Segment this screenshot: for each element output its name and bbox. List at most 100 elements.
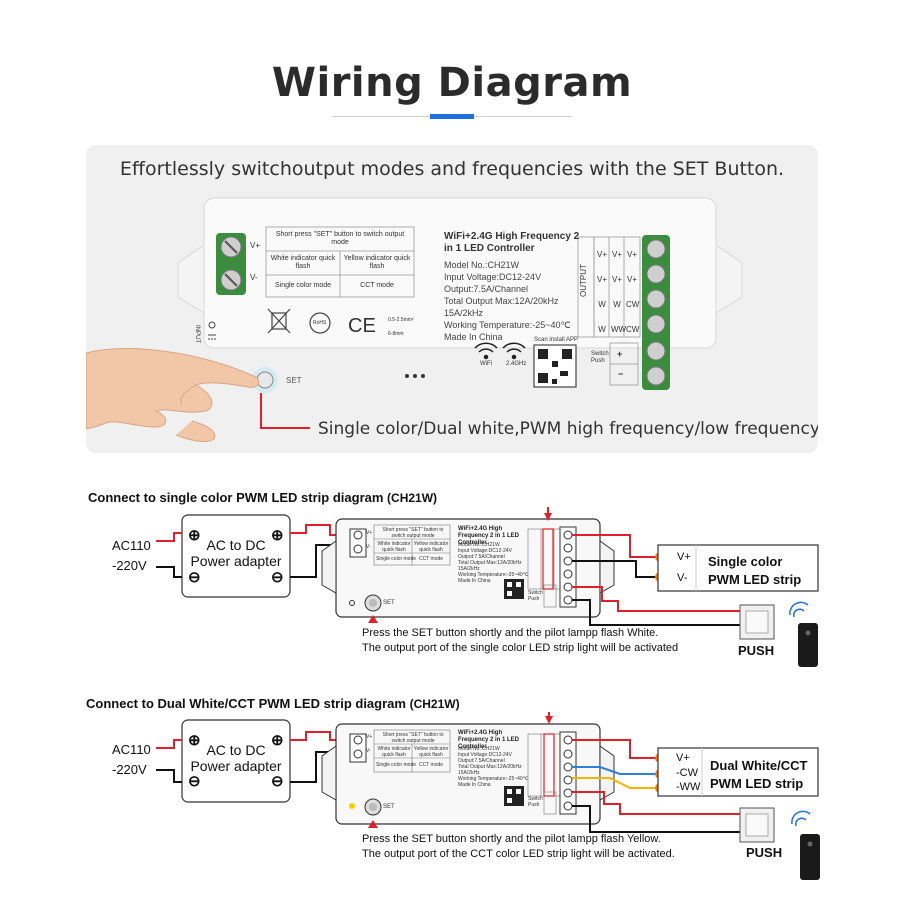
input-terminal-block <box>216 233 246 295</box>
d1-table-cct: CCT mode <box>418 556 444 562</box>
diagram2-adapter-plus-out: ⊕ <box>271 732 284 749</box>
d2-table-white: White indicator quick flash <box>377 746 411 758</box>
set-pointer-line <box>260 393 310 429</box>
input-vminus-label: V- <box>250 273 258 282</box>
title-accent-bar <box>430 114 474 119</box>
yellow-indicator <box>349 803 355 809</box>
diagram1-title: Connect to single color PWM LED strip di… <box>88 490 438 505</box>
switch-push-label: Switch Push <box>591 351 609 364</box>
diagram2-adapter-minus: ⊖ <box>188 773 201 790</box>
spec-title: WiFi+2.4G High Frequency 2 in 1 LED Cont… <box>444 231 580 254</box>
mount-ear-left <box>177 244 205 314</box>
diagram2-adapter-minus-out: ⊖ <box>271 773 284 790</box>
d2-table-cct: CCT mode <box>418 762 444 768</box>
spec-total-output-2: 15A/2kHz <box>444 308 484 318</box>
out-wire-vplus <box>572 739 656 759</box>
mode-cct: CCT mode <box>360 282 394 289</box>
out-wire-cw <box>572 766 656 775</box>
diagram2-title: Connect to Dual White/CCT PWM LED strip … <box>86 696 460 711</box>
spec-total-output: Total Output Max:12A/20kHz <box>444 296 559 306</box>
hero-bottom-caption: Single color/Dual white,PWM high frequen… <box>318 419 818 439</box>
d1-spec-total2: 15A/2kHz <box>458 566 480 572</box>
d1-spec-title: WiFi+2.4G High Frequency 2 in 1 LED Cont… <box>458 526 520 546</box>
ac-wire-live <box>156 739 182 749</box>
push-wire-1 <box>572 791 740 815</box>
led-strip-box <box>657 544 819 592</box>
spec-model: Model No.:CH21W <box>444 260 520 270</box>
d1-spec-total: Total Output Max:12A/20kHz <box>458 560 522 566</box>
diagram1-push-label: PUSH <box>738 643 775 658</box>
diagram1-strip-vplus: V+ <box>677 551 691 563</box>
out-wire-vminus <box>572 560 656 578</box>
page-title: Wiring Diagram <box>271 60 633 106</box>
d2-spec-temp: Working Temperature:-25~40℃ <box>458 776 529 782</box>
d1-spec-made: Made In China <box>458 578 491 584</box>
input-vplus-label: V+ <box>250 241 261 250</box>
push-wire-1 <box>572 586 740 612</box>
switch-plus: + <box>617 349 623 359</box>
selected-column-highlight <box>543 733 555 797</box>
d2-spec-voltage: Input Voltage:DC12-24V <box>458 752 512 758</box>
ce-mark-icon: CE <box>348 315 376 337</box>
wire-gauge-label: 0.5-2.5mm² <box>388 317 414 323</box>
rohs-icon <box>309 312 331 334</box>
adapter-box <box>181 719 291 803</box>
diagram1-adapter-minus: ⊖ <box>188 569 201 586</box>
diagram1-ac-line1: AC110 <box>112 538 151 553</box>
hero-caption: Effortlessly switchoutput modes and freq… <box>119 158 785 180</box>
input-label: INPUT <box>194 325 200 343</box>
wifi-icon <box>474 342 526 360</box>
switch-minus: − <box>618 369 624 379</box>
diagram2-push-label: PUSH <box>746 845 783 860</box>
diagram2-adapter-plus: ⊕ <box>188 732 201 749</box>
controller-photo <box>86 197 743 442</box>
column-arrow <box>544 513 552 521</box>
wifi-label: WiFi <box>480 361 492 367</box>
out-wire-ww <box>572 777 656 789</box>
d2-spec-output: Output:7.5A/Channel <box>458 758 505 764</box>
d2-spec-total: Total Output Max:12A/20kHz <box>458 764 522 770</box>
diagram2-svg <box>156 712 820 880</box>
ac-wire-neutral <box>156 566 182 578</box>
led-strip-box <box>657 747 819 797</box>
ac-wire-neutral <box>156 769 182 783</box>
hand-icon <box>86 348 260 442</box>
d1-term-vminus: V- <box>366 544 371 550</box>
mode-yellow-indicator: Yellow indicator quick flash <box>343 255 411 270</box>
spec-output: Output:7.5A/Channel <box>444 284 529 294</box>
push-wire-2 <box>572 599 740 626</box>
scan-label: Scan install APP <box>534 337 579 343</box>
hero-set-label: SET <box>286 376 302 385</box>
d2-term-vplus: V+ <box>366 734 373 740</box>
spec-temperature: Working Temperature:-25~40℃ <box>444 320 571 330</box>
d1-table-white: White indicator quick flash <box>377 541 411 553</box>
diagram1-svg <box>156 507 819 667</box>
strip-length-label: 6-8mm <box>388 331 404 337</box>
set-button <box>256 371 274 389</box>
diagram1-strip-vminus: V- <box>677 572 688 584</box>
d2-spec-model: Model No.:CH21W <box>458 746 500 752</box>
d1-table-header: Short press "SET" button to switch outpu… <box>382 527 444 539</box>
dc-wire-plus <box>290 524 356 536</box>
d2-table-yellow: Yellow indicator quick flash <box>413 746 449 758</box>
selected-column-highlight <box>542 528 554 590</box>
spec-made-in: Made In China <box>444 332 503 342</box>
diagram2-strip-ww: -WW <box>676 781 701 793</box>
d2-term-vminus: V- <box>366 748 371 754</box>
mode-white-indicator: White indicator quick flash <box>270 255 336 270</box>
diagram2-note: Press the SET button shortly and the pil… <box>362 833 675 860</box>
d1-term-vplus: V+ <box>366 530 373 536</box>
remote-icon <box>800 834 820 880</box>
diagram1-adapter-plus: ⊕ <box>188 527 201 544</box>
dc-input-icon <box>208 321 216 340</box>
d2-spec-made: Made In China <box>458 782 491 788</box>
set-arrow <box>368 615 378 623</box>
ghz-label: 2.4GHz <box>506 361 527 367</box>
d2-spec-total2: 15A/2kHz <box>458 770 480 776</box>
